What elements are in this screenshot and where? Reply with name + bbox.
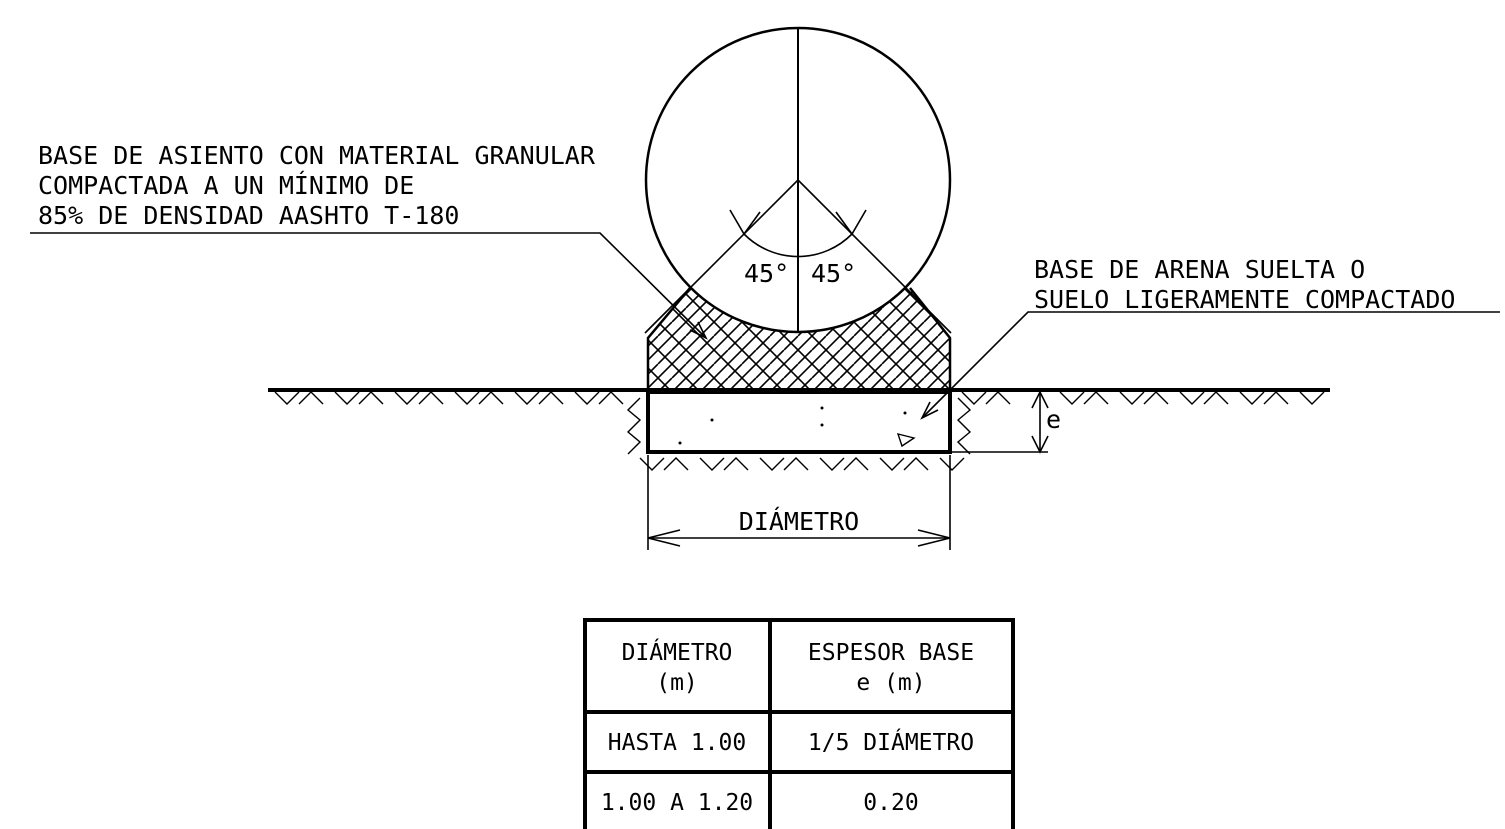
- table-header-thickness-unit: e (m): [856, 670, 925, 696]
- sand-note: BASE DE ARENA SUELTA O SUELO LIGERAMENTE…: [920, 255, 1500, 420]
- diameter-label: DIÁMETRO: [739, 507, 859, 536]
- thickness-dimension: [952, 390, 1049, 454]
- table-cell: HASTA 1.00: [608, 730, 746, 756]
- sand-note-line2: SUELO LIGERAMENTE COMPACTADO: [1034, 285, 1455, 314]
- table-cell: 0.20: [863, 790, 918, 816]
- table-header-diameter: DIÁMETRO: [622, 638, 733, 666]
- support-angle-lines: [644, 179, 952, 334]
- table-cell: 1/5 DIÁMETRO: [808, 728, 974, 756]
- sand-base: [646, 390, 952, 454]
- sand-leader: [921, 311, 1500, 419]
- diameter-dimension: [647, 455, 951, 550]
- table-header-thickness: ESPESOR BASE: [808, 640, 974, 666]
- bedding-note-line2: COMPACTADA A UN MÍNIMO DE: [38, 171, 414, 200]
- arrow-head-left: [729, 209, 761, 236]
- thickness-label: e: [1046, 405, 1061, 434]
- angle-label-right: 45°: [811, 259, 856, 288]
- bedding-note-line1: BASE DE ASIENTO CON MATERIAL GRANULAR: [38, 141, 596, 170]
- arrow-head-right: [835, 209, 867, 236]
- bedding-note-line3: 85% DE DENSIDAD AASHTO T-180: [38, 201, 459, 230]
- bedding-note: BASE DE ASIENTO CON MATERIAL GRANULAR CO…: [30, 141, 708, 340]
- table-cell: 1.00 A 1.20: [601, 790, 753, 816]
- ground-line: [268, 388, 1330, 471]
- sand-note-line1: BASE DE ARENA SUELTA O: [1034, 255, 1365, 284]
- bedding-leader: [30, 232, 707, 339]
- granular-bedding: [646, 28, 952, 390]
- table-header-diameter-unit: (m): [656, 670, 698, 696]
- thickness-table: DIÁMETRO (m) ESPESOR BASE e (m) HASTA 1.…: [583, 618, 1015, 829]
- angle-label-left: 45°: [744, 259, 789, 288]
